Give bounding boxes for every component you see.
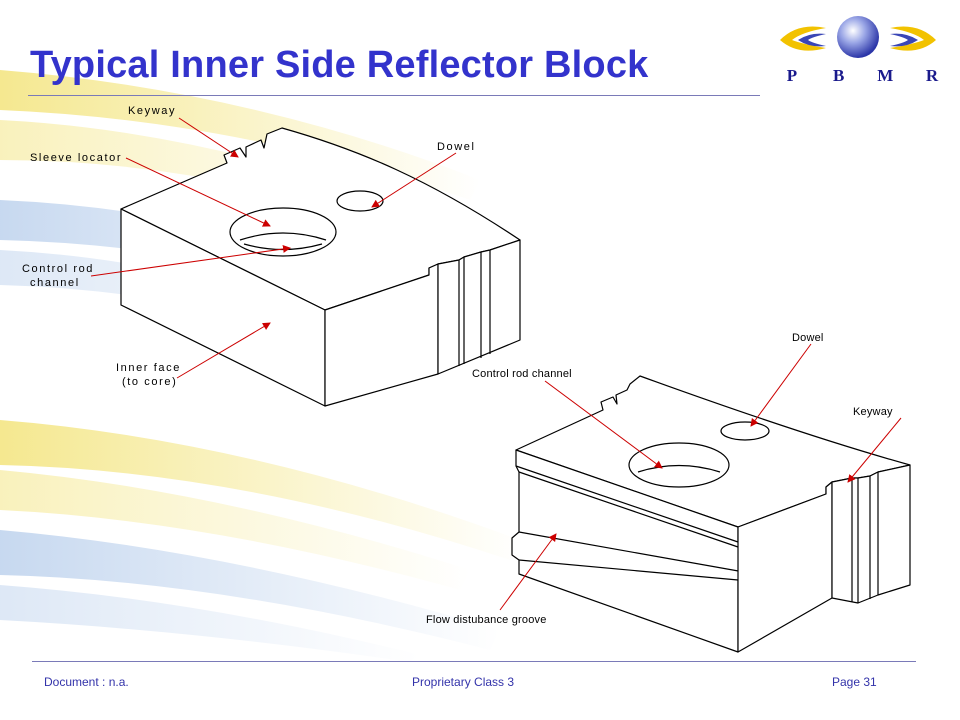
footer-classification: Proprietary Class 3	[412, 675, 515, 689]
label-sleeve-locator: Sleeve locator	[30, 152, 122, 164]
upper-leaders	[90, 117, 457, 379]
logo-letter-m: M	[877, 66, 894, 85]
upper-block	[120, 127, 521, 407]
label-keyway-upper: Keyway	[128, 105, 176, 117]
logo-letter-b: B	[832, 66, 845, 85]
slide-title: Typical Inner Side Reflector Block	[30, 44, 649, 86]
label-control-rod-line1: Control rod	[22, 263, 94, 275]
title-divider	[28, 95, 760, 96]
lower-block	[511, 375, 911, 653]
label-inner-face-line1: Inner face	[116, 362, 181, 374]
lower-dowel-hole	[720, 421, 770, 441]
footer-page-number: Page 31	[832, 675, 877, 689]
upper-dowel-hole	[336, 190, 384, 212]
footer-divider	[32, 661, 916, 662]
label-keyway-lower: Keyway	[853, 406, 893, 418]
logo-letter-p: P	[786, 66, 798, 85]
label-flow-groove: Flow distubance groove	[426, 614, 547, 626]
label-control-rod-channel-lower: Control rod channel	[472, 368, 572, 380]
label-inner-face-line2: (to core)	[122, 376, 177, 388]
label-dowel-upper: Dowel	[437, 141, 476, 153]
logo-letter-r: R	[925, 66, 939, 85]
pbmr-logo-letters: P B M R	[782, 66, 942, 86]
lower-leaders	[499, 343, 902, 611]
footer-document: Document : n.a.	[44, 675, 129, 689]
label-dowel-lower: Dowel	[792, 332, 824, 344]
lower-block-keyway-wall	[831, 464, 911, 604]
label-control-rod-line2: channel	[30, 277, 80, 289]
pbmr-logo	[780, 16, 936, 58]
